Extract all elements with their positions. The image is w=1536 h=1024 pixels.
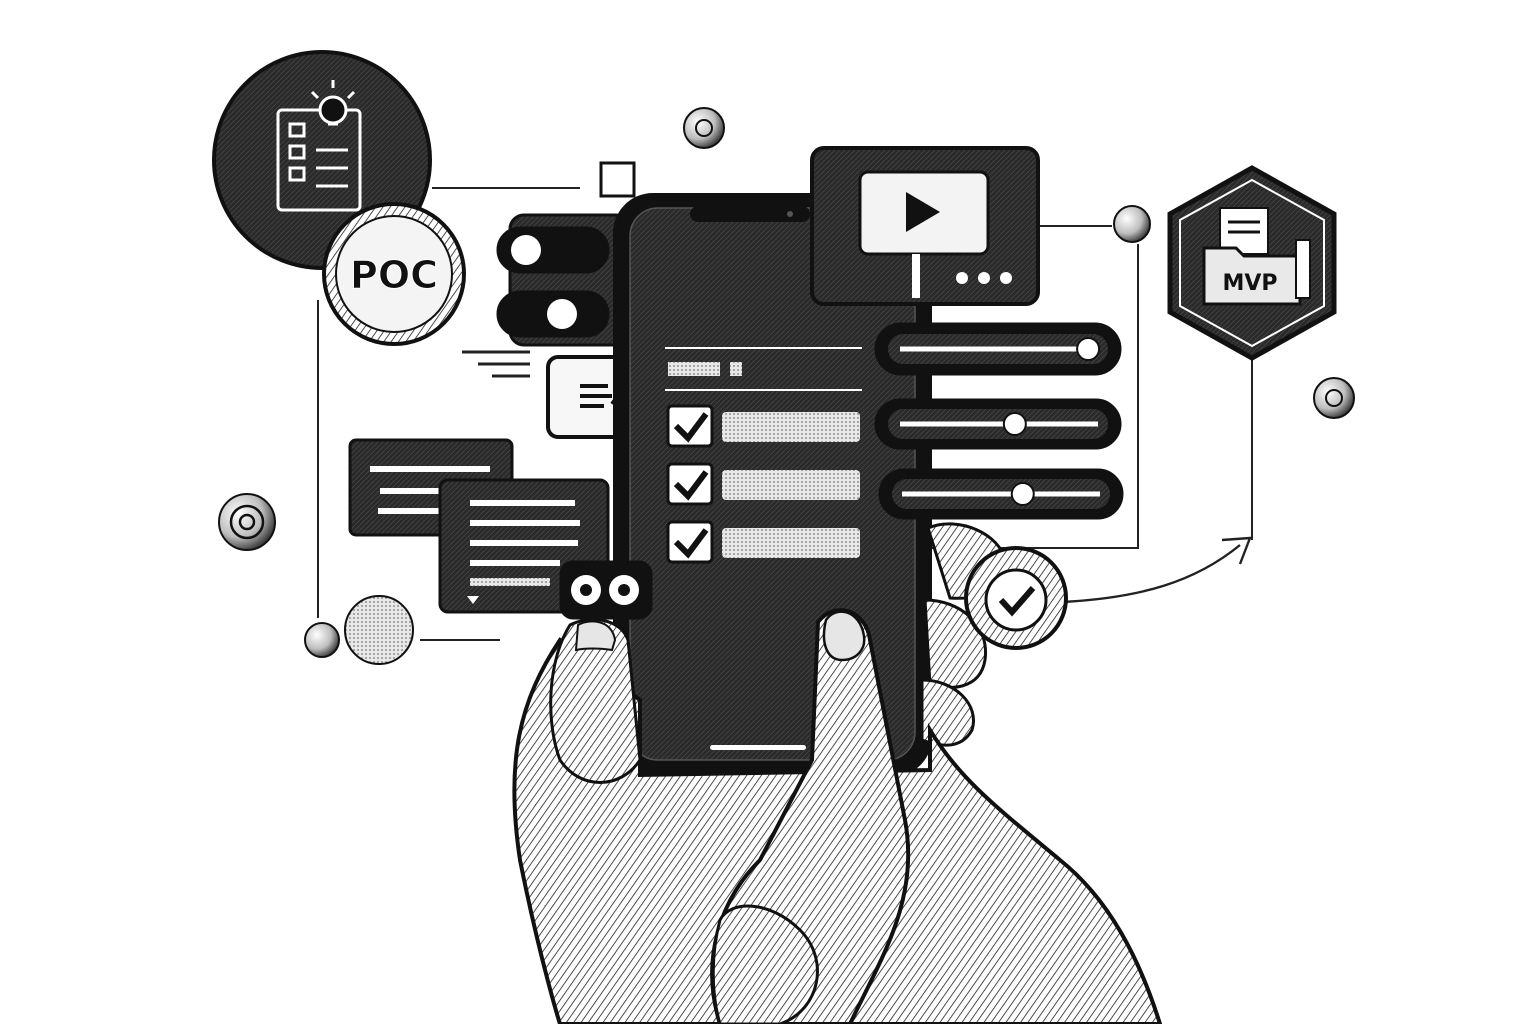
eyes-chip[interactable]	[559, 560, 653, 620]
hand-illustration	[512, 522, 1163, 1024]
checkmark-icon	[673, 470, 709, 501]
folder-documents-icon	[1202, 207, 1311, 306]
eyes-icon	[571, 575, 639, 605]
speed-lines	[462, 350, 530, 378]
slider-3[interactable]	[878, 468, 1124, 520]
toggle-switch-2[interactable]	[496, 290, 610, 338]
checkmark-icon	[998, 586, 1036, 617]
toggle-switch-1[interactable]	[496, 226, 610, 274]
more-dots-icon[interactable]	[956, 272, 1012, 284]
slider-2[interactable]	[874, 398, 1122, 450]
idea-checklist-icon	[276, 80, 362, 212]
slider-stack	[874, 322, 1124, 520]
poc-label: POC	[350, 253, 438, 297]
home-indicator[interactable]	[710, 745, 806, 750]
mvp-badge[interactable]: MVP	[1167, 165, 1337, 361]
video-card[interactable]	[810, 146, 1040, 306]
mvp-label: MVP	[1222, 271, 1277, 296]
checklist-row[interactable]	[666, 520, 860, 564]
decorative-spheres	[218, 107, 1355, 665]
checkmark-icon	[673, 528, 709, 559]
approved-check-badge[interactable]	[964, 546, 1068, 650]
poc-badge[interactable]: POC	[322, 202, 466, 346]
checkmark-icon	[673, 412, 709, 443]
checklist-row[interactable]	[666, 462, 860, 506]
screen-checklist	[666, 404, 860, 564]
toggle-stack	[496, 213, 632, 347]
slider-1[interactable]	[874, 322, 1122, 376]
checklist-row[interactable]	[666, 404, 860, 448]
video-play-icon	[906, 192, 940, 232]
